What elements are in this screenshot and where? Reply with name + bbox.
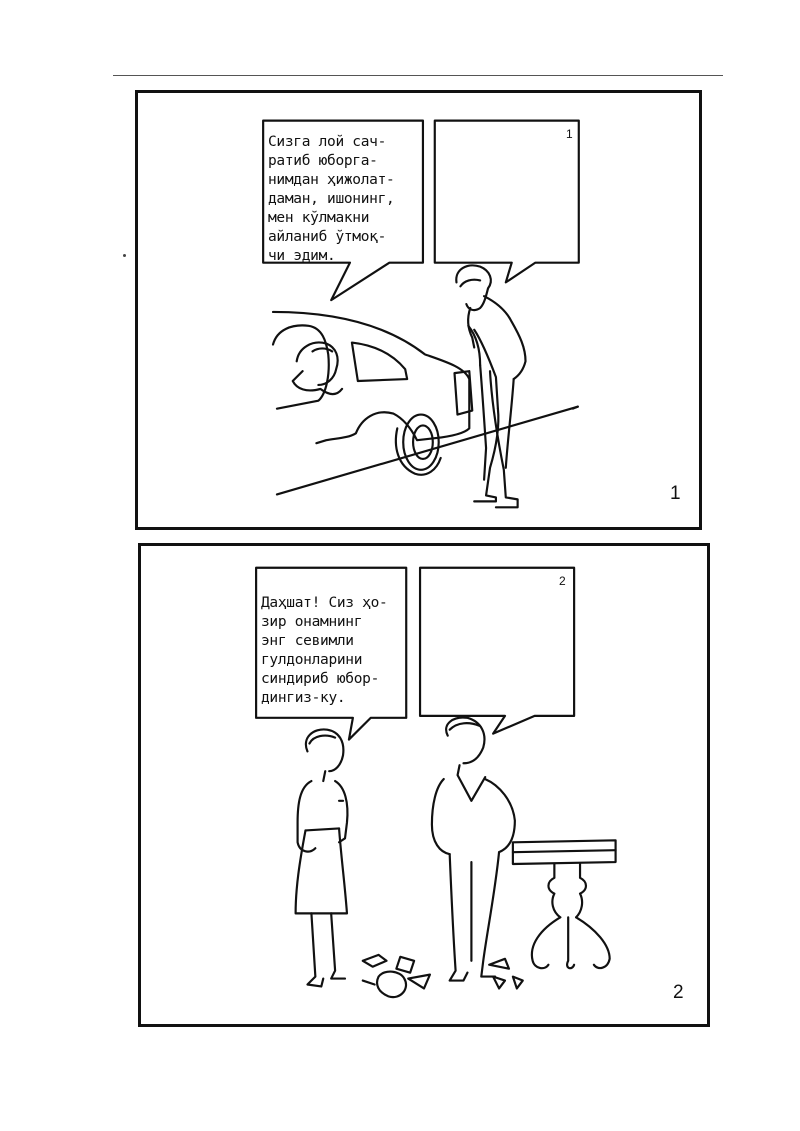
speech-bubble-2-text: Даҳшат! Сиз ҳо- зир онамнинг энг севимли… — [261, 595, 388, 706]
empty-bubble-2 — [418, 566, 576, 735]
car — [271, 310, 471, 445]
speech-bubble-1 — [262, 119, 425, 302]
broken-vase-shards — [361, 953, 524, 999]
comic-panel-2: Даҳшат! Сиз ҳо- зир онамнинг энг севимли… — [138, 543, 710, 1027]
panel-2-corner-number: 2 — [559, 574, 566, 588]
woman-figure — [294, 728, 349, 988]
man-figure — [455, 264, 527, 509]
table — [511, 839, 617, 970]
man-figure — [430, 716, 516, 982]
speech-bubble-1-text: Сизга лой сач- ратиб юборга- нимдан ҳижо… — [268, 134, 395, 264]
speech-bubble-2 — [255, 566, 408, 741]
scan-speck — [123, 254, 126, 257]
panel-1-drawing — [262, 119, 580, 509]
top-rule — [113, 75, 723, 76]
empty-bubble-1 — [433, 119, 580, 284]
car-window — [350, 341, 409, 383]
panel-2-drawing — [255, 566, 617, 999]
comic-panel-1: Сизга лой сач- ратиб юборга- нимдан ҳижо… — [135, 90, 702, 530]
panel-2-number: 2 — [673, 982, 684, 1003]
driver — [291, 341, 344, 396]
panel-1-corner-number: 1 — [566, 127, 573, 141]
panel-1-number: 1 — [670, 483, 681, 504]
car-wheel — [402, 413, 440, 471]
road-line — [275, 405, 579, 496]
